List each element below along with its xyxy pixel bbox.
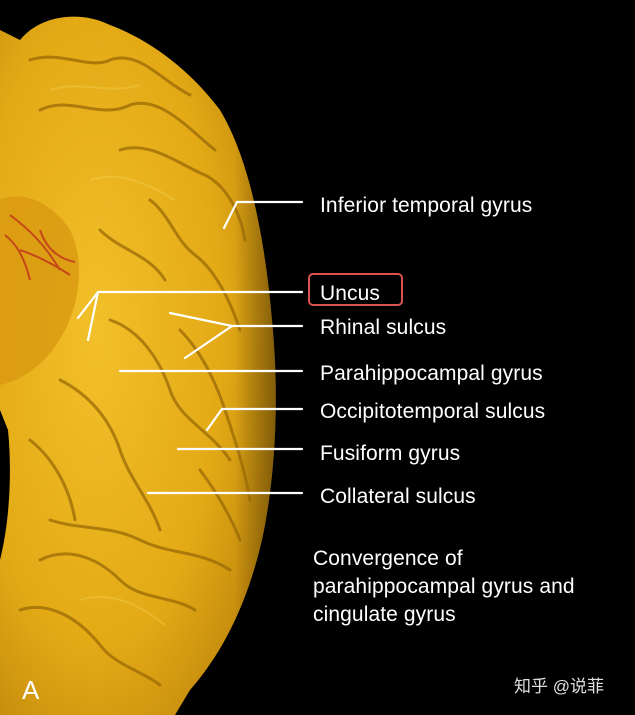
- leader-occipitotemporal: [205, 407, 304, 432]
- label-fusiform-gyrus: Fusiform gyrus: [320, 442, 461, 465]
- label-parahippocampal-gyrus: Parahippocampal gyrus: [320, 362, 543, 385]
- highlight-box-uncus: [308, 273, 403, 306]
- brainstem-region: [0, 196, 80, 385]
- label-collateral-sulcus: Collateral sulcus: [320, 485, 476, 508]
- watermark: 知乎 @说菲: [514, 677, 604, 696]
- label-convergence-note: Convergence of parahippocampal gyrus and…: [313, 545, 623, 629]
- label-uncus: Uncus: [320, 282, 381, 305]
- leader-lines: [76, 200, 304, 495]
- label-inferior-temporal-gyrus: Inferior temporal gyrus: [320, 194, 533, 217]
- panel-letter: A: [22, 675, 40, 705]
- label-occipitotemporal-sulcus: Occipitotemporal sulcus: [320, 400, 546, 423]
- leader-rhinal: [168, 311, 304, 360]
- blood-vessels: [4, 214, 76, 281]
- convergence-line-2: parahippocampal gyrus and: [313, 575, 575, 598]
- convergence-line-3: cingulate gyrus: [313, 603, 456, 626]
- label-rhinal-sulcus: Rhinal sulcus: [320, 316, 447, 339]
- leader-inferior-temporal: [222, 200, 304, 230]
- leader-uncus: [76, 290, 304, 342]
- convergence-line-1: Convergence of: [313, 547, 463, 570]
